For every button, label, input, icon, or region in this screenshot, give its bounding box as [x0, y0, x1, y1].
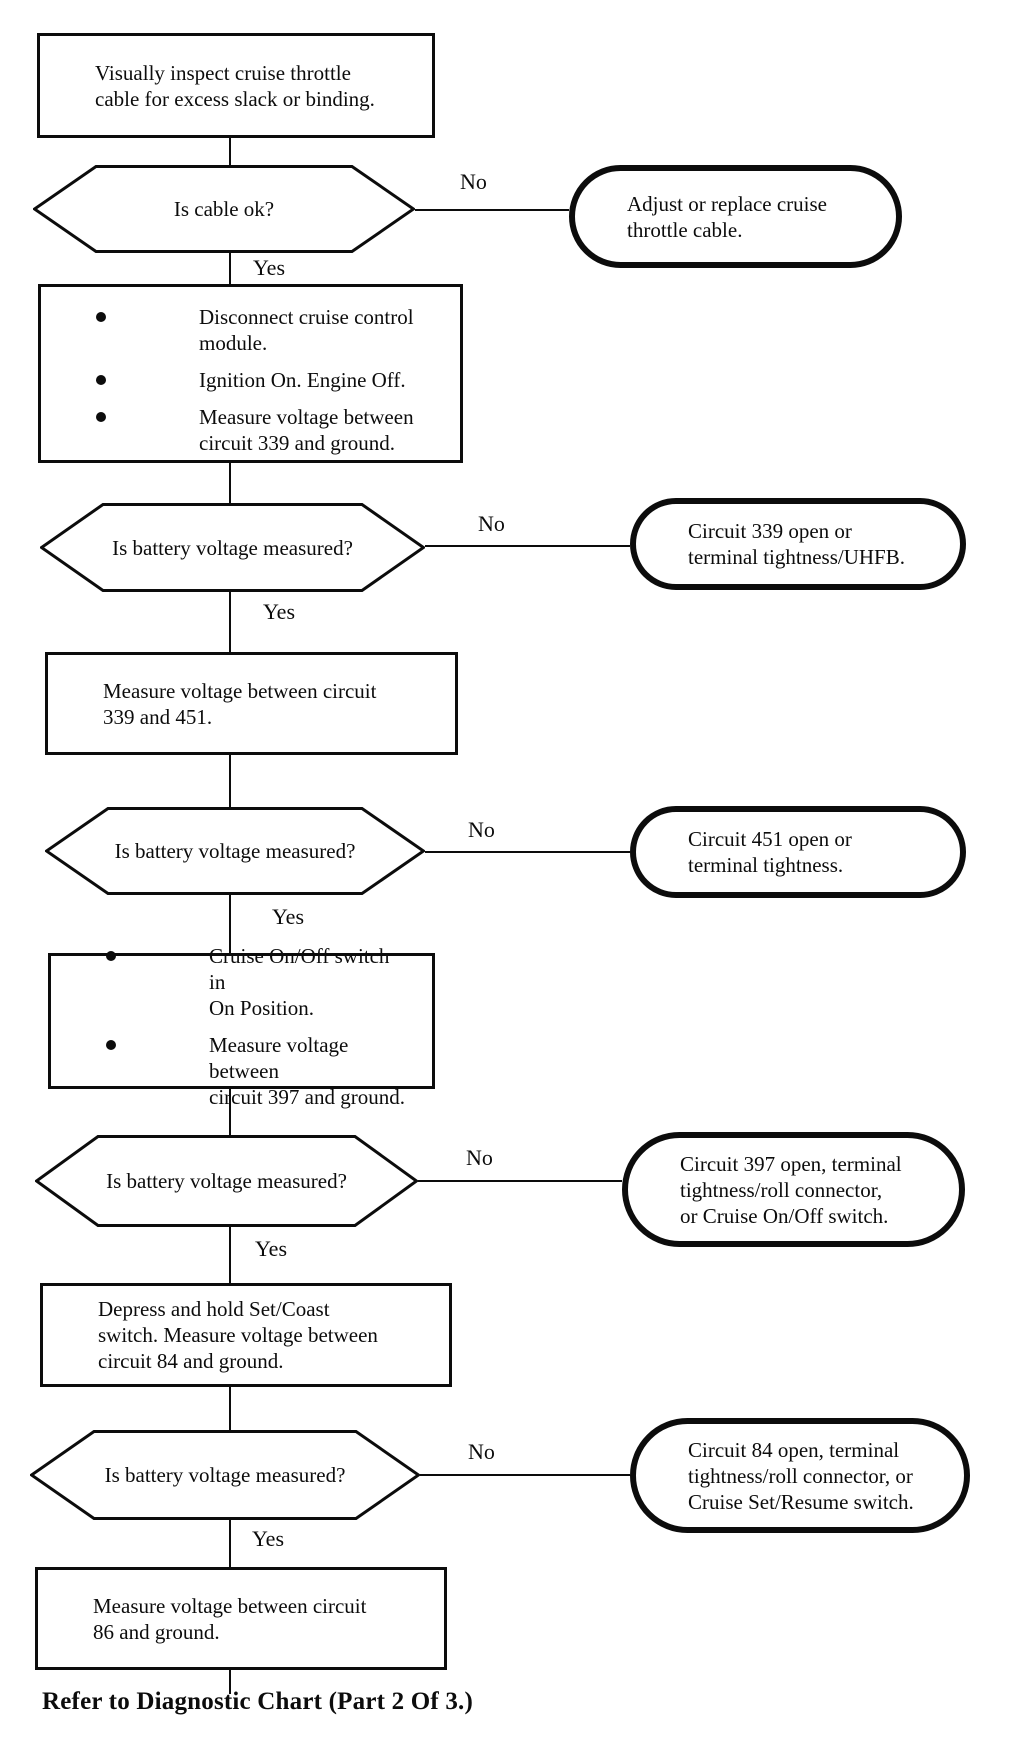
hexagon-shape	[40, 503, 425, 592]
connector-line	[229, 895, 231, 953]
edge-label-no: No	[468, 1439, 495, 1464]
bullet-list: Disconnect cruise control module. Igniti…	[41, 282, 460, 466]
decision-battery-voltage-3: Is battery voltage measured?	[35, 1135, 418, 1227]
process-set-coast-measure-84-text: Depress and hold Set/Coast switch. Measu…	[98, 1297, 378, 1373]
decision-battery-voltage-3-text: Is battery voltage measured?	[106, 1169, 347, 1193]
edge-label-yes: Yes	[255, 1236, 288, 1261]
decision-battery-voltage-1: Is battery voltage measured?	[40, 503, 425, 592]
decision-battery-voltage-2-text: Is battery voltage measured?	[114, 839, 356, 863]
decision-is-cable-ok-text: Is cable ok?	[173, 197, 275, 221]
edge-label-no: No	[460, 169, 487, 194]
terminator-circuit-451-open: Circuit 451 open or terminal tightness.	[630, 806, 966, 898]
bullet-item: Measure voltage between circuit 339 and …	[96, 404, 450, 456]
connector-line-no	[425, 851, 630, 853]
terminator-circuit-397-open: Circuit 397 open, terminal tightness/rol…	[622, 1132, 965, 1247]
connector-line	[229, 463, 231, 503]
terminator-circuit-397-open-text: Circuit 397 open, terminal tightness/rol…	[680, 1151, 902, 1228]
bullet-item-text: Measure voltage between circuit 397 and …	[209, 1032, 405, 1109]
connector-line	[229, 1227, 231, 1283]
connector-line	[229, 253, 231, 284]
decision-battery-voltage-1-text: Is battery voltage measured?	[112, 535, 353, 560]
hexagon-shape	[35, 1135, 418, 1227]
process-measure-86-text: Measure voltage between circuit 86 and g…	[93, 1593, 367, 1644]
terminator-adjust-or-replace-cable: Adjust or replace cruise throttle cable.	[569, 165, 902, 268]
bullet-icon	[96, 374, 106, 385]
bullet-item: Disconnect cruise control module.	[96, 304, 450, 356]
terminator-circuit-84-open: Circuit 84 open, terminal tightness/roll…	[630, 1418, 970, 1533]
bullet-icon	[106, 950, 116, 961]
edge-label-yes: Yes	[272, 904, 305, 929]
process-measure-339-451-text: Measure voltage between circuit 339 and …	[103, 678, 377, 729]
process-cruise-on-steps: Cruise On/Off switch in On Position. Mea…	[48, 944, 435, 1109]
hexagon-shape	[30, 1430, 420, 1520]
process-measure-339-451: Measure voltage between circuit 339 and …	[45, 652, 458, 755]
decision-battery-voltage-4-text: Is battery voltage measured?	[104, 1463, 346, 1487]
hexagon-shape	[33, 165, 415, 253]
edge-label-yes: Yes	[263, 599, 296, 624]
bullet-icon	[106, 1039, 116, 1050]
bullet-item: Ignition On. Engine Off.	[96, 367, 450, 393]
bullet-item-text: Disconnect cruise control module.	[199, 304, 414, 355]
edge-label-no: No	[478, 511, 505, 536]
process-measure-86: Measure voltage between circuit 86 and g…	[35, 1567, 447, 1670]
bullet-item-text: Ignition On. Engine Off.	[199, 367, 406, 392]
bullet-item-text: Measure voltage between circuit 339 and …	[199, 404, 414, 455]
terminator-circuit-84-open-text: Circuit 84 open, terminal tightness/roll…	[688, 1437, 914, 1514]
terminator-adjust-or-replace-cable-text: Adjust or replace cruise throttle cable.	[627, 191, 828, 242]
terminator-circuit-451-open-text: Circuit 451 open or terminal tightness.	[688, 827, 852, 877]
connector-line	[229, 1387, 231, 1430]
decision-battery-voltage-4: Is battery voltage measured?	[30, 1430, 420, 1520]
process-inspect-cable: Visually inspect cruise throttle cable f…	[37, 33, 435, 138]
edge-label-yes: Yes	[253, 255, 286, 280]
connector-line	[229, 1089, 231, 1135]
process-set-coast-measure-84: Depress and hold Set/Coast switch. Measu…	[40, 1283, 452, 1387]
hexagon-shape	[45, 807, 425, 895]
connector-line	[229, 1670, 231, 1694]
connector-line	[229, 592, 231, 652]
process-inspect-cable-text: Visually inspect cruise throttle cable f…	[95, 60, 375, 111]
decision-battery-voltage-2: Is battery voltage measured?	[45, 807, 425, 895]
bullet-icon	[96, 411, 106, 422]
terminator-circuit-339-open-text: Circuit 339 open or terminal tightness/U…	[688, 519, 905, 569]
connector-line-no	[420, 1474, 630, 1476]
footer-note: Refer to Diagnostic Chart (Part 2 Of 3.)	[42, 1688, 474, 1715]
connector-line-no	[425, 545, 630, 547]
edge-label-no: No	[468, 817, 495, 842]
terminator-circuit-339-open: Circuit 339 open or terminal tightness/U…	[630, 498, 966, 590]
connector-line-no	[415, 209, 569, 211]
connector-line	[229, 1520, 231, 1567]
bullet-icon	[96, 311, 106, 322]
bullet-item: Measure voltage between circuit 397 and …	[106, 1032, 422, 1110]
bullet-item-text: Cruise On/Off switch in On Position.	[209, 943, 390, 1020]
decision-is-cable-ok: Is cable ok?	[33, 165, 415, 253]
edge-label-yes: Yes	[252, 1526, 285, 1551]
connector-line	[229, 138, 231, 165]
connector-line	[229, 755, 231, 807]
connector-line-no	[418, 1180, 622, 1182]
process-disconnect-module-steps: Disconnect cruise control module. Igniti…	[38, 284, 463, 463]
bullet-item: Cruise On/Off switch in On Position.	[106, 943, 422, 1021]
edge-label-no: No	[466, 1145, 493, 1170]
bullet-list: Cruise On/Off switch in On Position. Mea…	[51, 923, 432, 1120]
